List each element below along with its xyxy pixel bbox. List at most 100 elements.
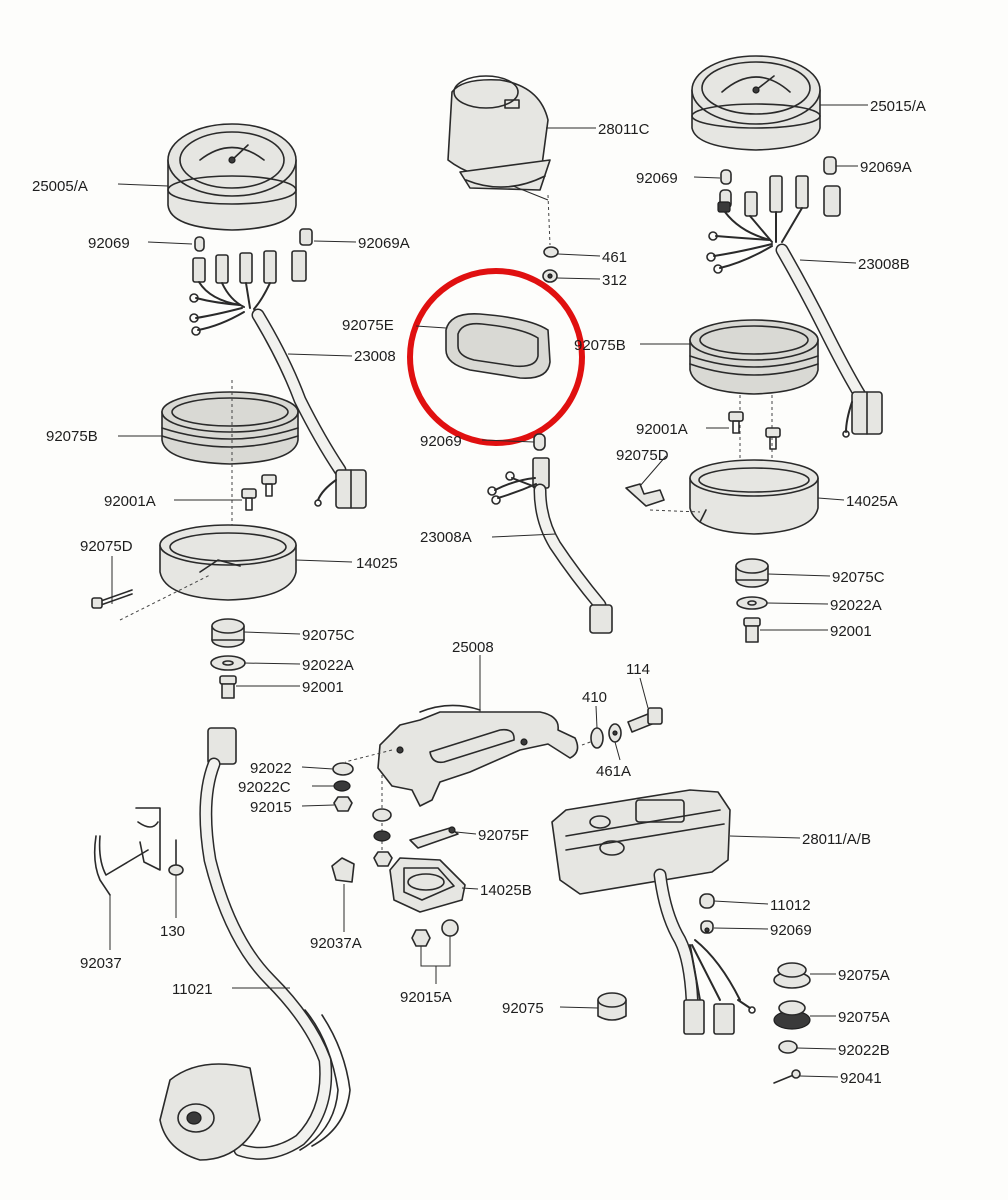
- label-92075B-right: 92075B: [574, 337, 626, 354]
- label-23008-left: 23008: [354, 348, 396, 365]
- clip-92075F[interactable]: [409, 826, 459, 849]
- bulb-11012[interactable]: [699, 893, 715, 909]
- bolt-92001-left[interactable]: [219, 675, 237, 699]
- label-92037: 92037: [80, 955, 122, 972]
- washer-92022C[interactable]: [333, 780, 351, 792]
- label-410: 410: [582, 689, 607, 706]
- housing-14025[interactable]: [159, 524, 297, 601]
- gasket-ring-left[interactable]: [161, 391, 299, 465]
- label-92069-bottom: 92069: [770, 922, 812, 939]
- cover-14025B[interactable]: [389, 857, 466, 913]
- label-92075D-right: 92075D: [616, 447, 669, 464]
- label-92037A: 92037A: [310, 935, 362, 952]
- label-23008B: 23008B: [858, 256, 910, 273]
- label-28011C: 28011C: [598, 121, 650, 138]
- stack-washers-center[interactable]: [372, 808, 393, 867]
- tachometer-right[interactable]: [691, 55, 821, 151]
- clip-92041[interactable]: [773, 1069, 801, 1084]
- label-92022: 92022: [250, 760, 292, 777]
- washer-410[interactable]: [590, 727, 604, 749]
- gasket-92075E[interactable]: [445, 313, 551, 379]
- bulb-sockets-left[interactable]: [192, 228, 313, 284]
- label-92015: 92015: [250, 799, 292, 816]
- bracket-92037[interactable]: [93, 807, 161, 896]
- label-14025: 14025: [356, 555, 398, 572]
- bulb-sockets-right[interactable]: [717, 156, 841, 217]
- label-92001-left: 92001: [302, 679, 344, 696]
- label-92022A-left: 92022A: [302, 657, 354, 674]
- gasket-ring-right[interactable]: [689, 319, 819, 395]
- label-92075: 92075: [502, 1000, 544, 1017]
- bolt-92075D-left[interactable]: [91, 574, 211, 621]
- bolt-114[interactable]: [627, 707, 663, 733]
- highlight-circle: [407, 268, 585, 446]
- clip-92037A[interactable]: [331, 857, 355, 883]
- label-25015A: 25015/A: [870, 98, 926, 115]
- grommet-92075C-right[interactable]: [735, 558, 769, 588]
- label-92069-middle: 92069: [420, 433, 462, 450]
- grommet-92075A-1[interactable]: [773, 962, 811, 989]
- label-92075E: 92075E: [342, 317, 394, 334]
- label-92075F: 92075F: [478, 827, 529, 844]
- wiring-harness-left[interactable]: [189, 281, 367, 509]
- speedometer-left[interactable]: [167, 123, 297, 231]
- label-130: 130: [160, 923, 185, 940]
- label-92001-right: 92001: [830, 623, 872, 640]
- label-92022A-right: 92022A: [830, 597, 882, 614]
- label-92022B: 92022B: [838, 1042, 890, 1059]
- grommet-92075[interactable]: [597, 992, 627, 1021]
- label-11012: 11012: [770, 897, 811, 914]
- label-92075B-left: 92075B: [46, 428, 98, 445]
- screw-130[interactable]: [168, 839, 184, 876]
- nut-312[interactable]: [542, 269, 558, 283]
- bolt-92001-right[interactable]: [743, 617, 761, 643]
- label-114: 114: [626, 661, 650, 678]
- label-25008: 25008: [452, 639, 494, 656]
- housing-14025A[interactable]: [689, 459, 819, 535]
- screws-92001A-left[interactable]: [241, 474, 277, 511]
- label-312: 312: [602, 272, 627, 289]
- bracket-92075D-right[interactable]: [625, 483, 701, 513]
- grommet-92075C-left[interactable]: [211, 618, 245, 648]
- part-labels: 25005/A 92069 92069A 23008 92075B 92001A…: [32, 98, 926, 1087]
- label-92069-right: 92069: [636, 170, 678, 187]
- label-461: 461: [602, 249, 627, 266]
- bulb-92069-bottom[interactable]: [700, 920, 714, 934]
- nut-92015[interactable]: [333, 796, 353, 812]
- indicator-case-28011AB[interactable]: [551, 789, 731, 895]
- label-28011AB: 28011/A/B: [802, 831, 871, 848]
- label-25005A: 25005/A: [32, 178, 88, 195]
- label-14025B: 14025B: [480, 882, 532, 899]
- label-92069A-left: 92069A: [358, 235, 410, 252]
- label-92075C-right: 92075C: [832, 569, 885, 586]
- label-92069-left: 92069: [88, 235, 130, 252]
- label-92041: 92041: [840, 1070, 882, 1087]
- speedometer-cable-11021[interactable]: [159, 727, 351, 1161]
- leader-lines: [109, 104, 868, 1078]
- bulb-92069-middle[interactable]: [533, 433, 546, 451]
- washer-92022A-left[interactable]: [210, 655, 246, 671]
- washer-92022B[interactable]: [778, 1040, 798, 1054]
- nut-461A[interactable]: [608, 723, 622, 743]
- nuts-92015A[interactable]: [411, 919, 459, 947]
- label-92075C-left: 92075C: [302, 627, 355, 644]
- washer-92022[interactable]: [332, 762, 354, 776]
- wiring-harness-23008A[interactable]: [487, 457, 613, 634]
- label-92075A-2: 92075A: [838, 1009, 890, 1026]
- nut-461[interactable]: [543, 246, 559, 258]
- washer-92022A-right[interactable]: [736, 596, 768, 610]
- grommet-92075A-2[interactable]: [773, 1000, 811, 1030]
- meter-bracket-25008[interactable]: [377, 704, 579, 807]
- label-92001A-left: 92001A: [104, 493, 156, 510]
- label-23008A: 23008A: [420, 529, 472, 546]
- wires-28011AB[interactable]: [653, 868, 756, 1035]
- label-92075A-1: 92075A: [838, 967, 890, 984]
- label-92069A-right: 92069A: [860, 159, 912, 176]
- label-92075D-left: 92075D: [80, 538, 133, 555]
- wiring-harness-23008B[interactable]: [706, 207, 883, 438]
- indicator-housing-28011C[interactable]: [447, 75, 551, 201]
- screws-92001A-right[interactable]: [728, 411, 781, 450]
- label-92001A-right: 92001A: [636, 421, 688, 438]
